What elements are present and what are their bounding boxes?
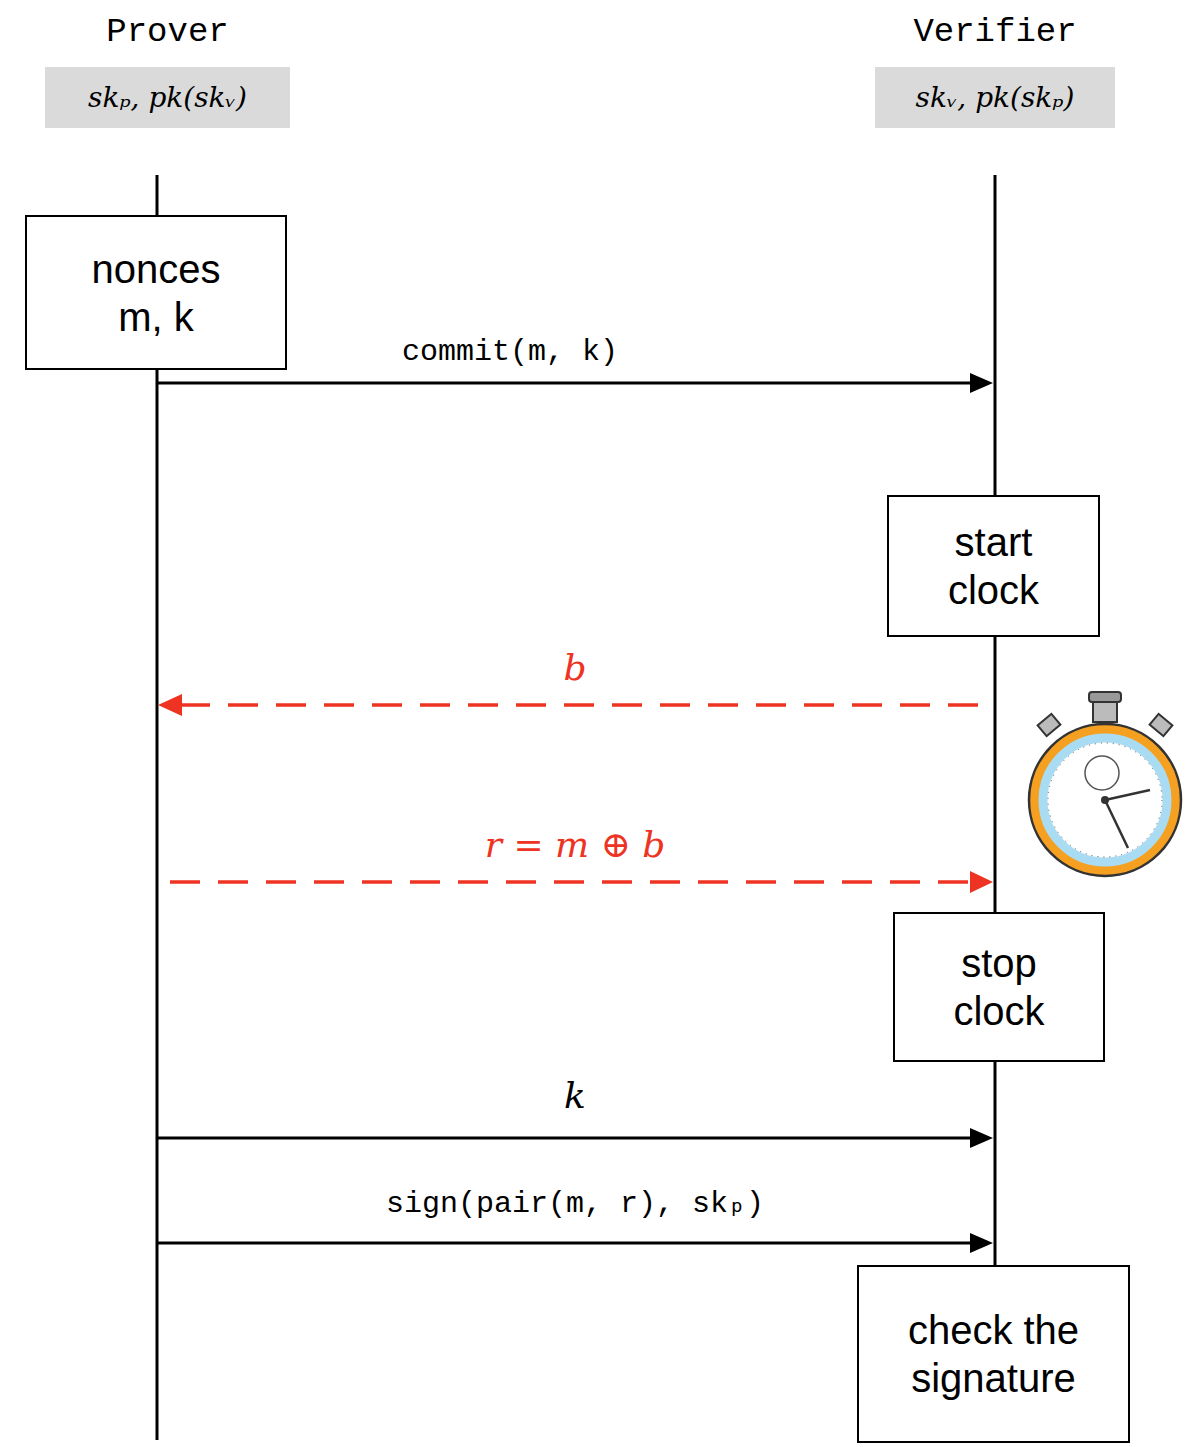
process-box: stop clock (893, 912, 1105, 1062)
timed-message-arrow (180, 703, 978, 707)
message-label: b (563, 646, 586, 689)
message-label: commit(m, k) (402, 334, 618, 370)
stopwatch-hand (1105, 790, 1150, 800)
participant-name: Prover (45, 12, 290, 53)
verifier-lifeline (994, 175, 997, 1440)
message-arrow (157, 1137, 972, 1140)
message-label: k (564, 1074, 586, 1117)
participant: Prover skₚ, pk(skᵥ) (45, 12, 290, 128)
arrow-head (970, 373, 993, 393)
stopwatch-icon (1029, 692, 1181, 876)
key-box: skₚ, pk(skᵥ) (45, 67, 290, 128)
participant-name: Verifier (875, 12, 1115, 53)
box-label: start clock (919, 518, 1069, 614)
process-box: check the signature (857, 1265, 1130, 1443)
arrow-head (158, 694, 182, 716)
stopwatch-pivot (1101, 796, 1109, 804)
participant: Verifier skᵥ, pk(skₚ) (875, 12, 1115, 128)
stopwatch-button (1038, 714, 1061, 736)
stopwatch-crown (1089, 692, 1121, 702)
message-arrow (157, 1242, 972, 1245)
arrow-head (970, 1128, 993, 1148)
key-box: skᵥ, pk(skₚ) (875, 67, 1115, 128)
process-box: start clock (887, 495, 1100, 637)
process-box: nonces m, k (25, 215, 287, 370)
message-arrow (157, 382, 972, 385)
stopwatch-subdial (1085, 756, 1119, 790)
arrow-head (970, 871, 993, 893)
stopwatch-button (1150, 714, 1173, 736)
message-label: sign(pair(m, r), skₚ) (386, 1186, 764, 1222)
stopwatch-crown (1093, 700, 1117, 722)
stopwatch-case (1029, 724, 1181, 876)
arrow-head (970, 1233, 993, 1253)
stopwatch-face (1043, 738, 1167, 862)
timed-message-arrow (170, 880, 972, 884)
message-label: r = m ⊕ b (485, 823, 666, 866)
box-label: nonces m, k (74, 245, 239, 341)
box-label: stop clock (924, 939, 1074, 1035)
stopwatch-hand (1105, 800, 1128, 848)
stopwatch-ticks (1048, 743, 1162, 857)
box-label: check the signature (886, 1306, 1101, 1402)
